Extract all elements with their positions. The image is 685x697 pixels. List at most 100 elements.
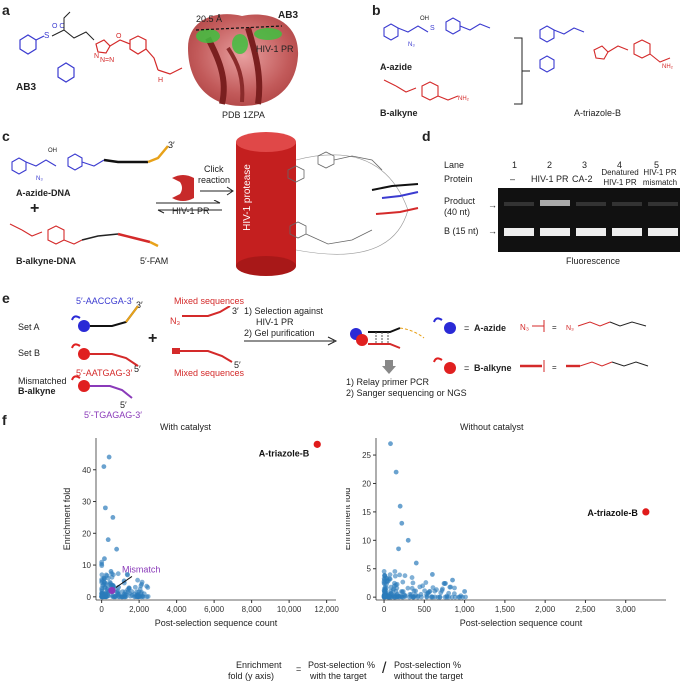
data-point [138,583,144,589]
svg-text:H: H [158,77,163,84]
data-point [402,573,408,579]
svg-text:=: = [552,323,557,332]
svg-text:O O: O O [52,23,65,30]
data-point [413,560,419,566]
data-point [400,579,406,585]
x-tick-label: 2,500 [575,605,596,614]
highlight-point [642,508,650,516]
data-point [410,580,416,586]
svg-text:N=N: N=N [100,57,114,64]
data-point [407,594,412,600]
data-point [420,583,426,589]
data-point [102,505,108,511]
down-arrow-icon [382,360,396,374]
lane-1: 1 [512,160,518,170]
cylinder-label: HIV-1 protease [241,164,253,231]
data-point [99,561,105,567]
gel-lane-4-product-band [612,202,642,206]
data-point [139,579,145,585]
data-point [145,594,151,599]
ab3-structure: S O O N N=N O H [19,11,183,84]
data-point [106,454,112,460]
mismatch-point [108,586,116,595]
a-azide-label: A-azide [380,62,413,72]
mismatch-label: Mismatch [122,564,161,574]
protein-label: Protein [444,174,473,184]
data-point [107,579,113,585]
protein-4: Denatured HIV-1 PR [601,168,639,187]
data-point [115,571,121,577]
data-point [409,575,415,580]
mismatched-label-2: B-alkyne [18,386,56,396]
gel-lane-1-b-band [504,228,534,236]
highlight-point [313,440,321,448]
protein-5: HIV-1 PR mismatch [642,168,678,187]
ab3-protein-label: AB3 [278,10,299,21]
mismatch-arrow [115,576,133,588]
data-point [132,584,138,590]
x-tick-label: 0 [382,605,387,614]
footer-den-1: Post-selection % [394,660,462,670]
data-point [440,586,445,592]
step-4: 2) Sanger sequencing or NGS [346,388,467,398]
legend-a-label: A-azide [474,323,507,333]
x-axis-label: Post-selection sequence count [155,618,278,628]
x-tick-label: 10,000 [277,605,302,614]
panel-label-a: a [2,2,10,18]
x-tick-label: 6,000 [204,605,225,614]
data-point [99,586,105,591]
svg-text:N: N [94,53,99,60]
data-point [413,592,419,598]
data-point [141,591,147,597]
gel-lane-3-product-band [576,202,606,206]
data-point [116,594,122,600]
data-point [135,577,141,583]
mixed-three-prime: 3′ [232,306,239,316]
bracket [514,37,530,105]
data-point [447,584,453,590]
legend-b-equals: = [464,363,470,373]
panel-label-d: d [422,128,431,144]
hiv1-pr-label: HIV-1 PR [256,44,294,54]
plus-e: + [148,330,158,347]
data-point [405,537,411,543]
data-point [405,585,411,591]
data-point [381,569,387,574]
data-point [388,584,394,590]
enzyme-icon [172,175,194,201]
data-point [432,588,438,594]
data-point [99,594,105,600]
data-point [460,594,465,600]
selection-arrow [244,336,338,346]
svg-text:O: O [116,33,122,40]
legend-b-structure: = [520,360,649,372]
data-point [145,585,151,590]
data-point [102,556,107,562]
data-point [114,546,120,552]
lane-5: 5 [654,160,660,170]
footer-slash: / [382,660,387,677]
data-point [393,582,399,588]
data-point [111,594,116,600]
enzyme-label: HIV-1 PR [172,206,210,216]
selected-complex [350,327,425,349]
data-point [105,575,111,581]
x-tick-label: 2,000 [535,605,556,614]
lane-3: 3 [582,160,588,170]
step-2: 2) Gel purification [244,328,315,338]
highlight-label: A-triazole-B [259,448,310,458]
pdb-label: PDB 1ZPA [222,110,265,120]
data-point [429,572,435,577]
data-point [452,594,458,600]
step-1b: HIV-1 PR [256,317,294,327]
y-tick-label: 20 [362,479,371,488]
y-tick-label: 5 [367,565,372,574]
svg-text:S: S [430,25,435,32]
data-point [135,594,141,600]
protein-2: HIV-1 PR [531,174,569,184]
mismatched-label-1: Mismatched [18,376,67,386]
svg-text:N₃: N₃ [520,323,529,332]
data-point [387,572,393,578]
b-band-arrow-glyph: → [488,226,497,236]
